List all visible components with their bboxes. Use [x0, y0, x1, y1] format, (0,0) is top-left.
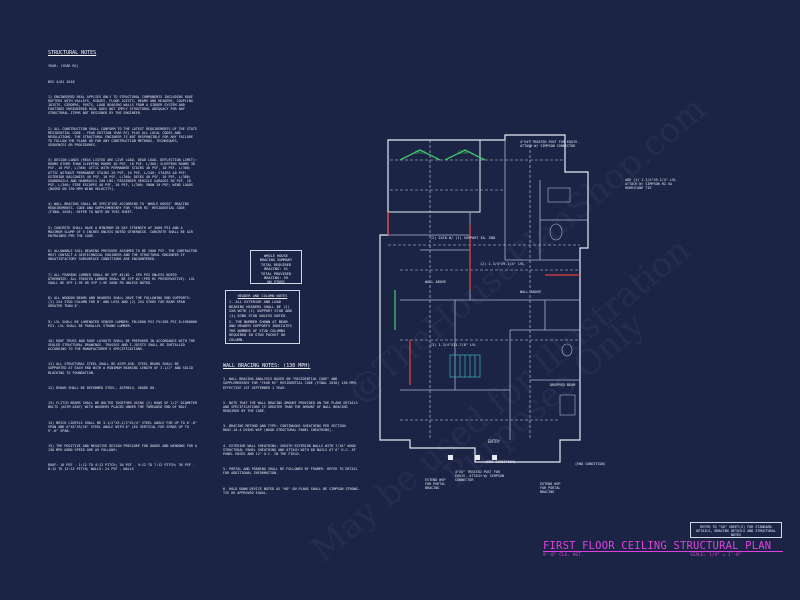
wall-bracing-notes: WALL BRACING NOTES: (130 MPH) 1. WALL BR… [223, 355, 363, 502]
end-condition-1: (END CONDITION) [485, 460, 516, 464]
wh-line-3: TOTAL REQUIRED BRACING: 51 [260, 262, 292, 272]
post-note-top: 4"X4" TREATED POST FOR EQUIV. ATTACH W/ … [520, 140, 580, 149]
wb-item-1: 1. WALL BRACING ANALYSIS BASED ON "RESID… [223, 377, 360, 390]
note-13: 13) FLITCH BEAMS SHALL BE BOLTED TOGETHE… [48, 401, 198, 410]
notes-intro-2: BSS 4/01 2018 [48, 79, 75, 84]
post-note-bottom: 4"X4" TREATED POST FOR EQUIV. ATTACH W/ … [455, 470, 507, 483]
note-7: 7) ALL FRAMING LUMBER SHALL BE SPF #1/#2… [48, 272, 198, 285]
scale-label: SCALE: [690, 553, 707, 558]
scale: SCALE: 1/4" = 1'-0" [690, 553, 742, 558]
hc-heading: HEADER AND COLUMN NOTES [237, 294, 288, 298]
drawing-title: FIRST FLOOR CEILING STRUCTURAL PLAN [543, 540, 772, 552]
stair [449, 354, 481, 378]
structural-notes-heading: STRUCTURAL NOTES [48, 50, 97, 57]
note-3: 3) DESIGN LOADS (REAS LISTED ARE LIVE LO… [48, 158, 198, 191]
note-1: 1) ENGINEERED REAL APPLIES ONLY TO STRUC… [48, 94, 195, 116]
beam-label-1: (2) 2X10 W/ (1) SUPPORT EA. END [430, 236, 496, 240]
highlighted-members [387, 149, 580, 385]
wh-line-2: BRACING SUMMARY [259, 258, 293, 263]
structural-notes: STRUCTURAL NOTES YEAR: (YEAR RC) BSS 4/0… [48, 42, 198, 479]
wb-item-5: 5. PORTAL AND FRAMING SHALL BE FOLLOWED … [223, 467, 360, 476]
header-column-notes: HEADER AND COLUMN NOTES 1. ALL EXTERIOR … [225, 290, 300, 344]
note-2: 2) ALL CONSTRUCTION SHALL CONFORM TO THE… [48, 126, 198, 147]
note-6: 6) ALLOWABLE SOIL BEARING PRESSURE ASSUM… [48, 249, 198, 262]
fixtures [547, 187, 576, 416]
beam-lines [388, 140, 580, 440]
wall-above-label-1: WALL ABOVE [520, 290, 542, 294]
wall-bracing-heading: WALL BRACING NOTES: (130 MPH) [223, 363, 311, 370]
title-underline [543, 551, 783, 552]
end-condition-2: (END CONDITION) [575, 462, 606, 466]
wb-item-6: 6. HOLD DOWN DEVICE NOTED AS "HD" ON PLA… [223, 486, 360, 495]
interior-walls [388, 140, 588, 440]
portal-bracing-left: EXTEND WSP FOR PORTAL BRACING [425, 478, 448, 491]
reference-note: REFER TO "SD" SHEET(S) FOR STANDARD DETA… [690, 522, 782, 538]
wb-item-2: 2. NOTE THAT THE WALL BRACING AMOUNT PRO… [223, 400, 360, 414]
wh-line-4: TOTAL PROVIDED BRACING: 59 [260, 271, 292, 281]
cath-label-1: CATH [415, 150, 425, 155]
scale-value: 1/4" = 1'-0" [708, 553, 742, 558]
drawing-subtitle: 9'-0" CLG. HGT. [543, 553, 584, 558]
dropped-beam-label: DROPPED BEAM [550, 383, 576, 387]
note-12: 12) REBAR SHALL BE DEFORMED STEEL, ASTM6… [48, 385, 157, 390]
whole-house-bracing-box: WHOLE HOUSE BRACING SUMMARY TOTAL REQUIR… [250, 250, 302, 284]
wh-line-1: WHOLE HOUSE [264, 254, 288, 258]
notes-intro-1: YEAR: (YEAR RC) [48, 64, 79, 69]
note-10: 10) ROOF TRUSS AND ROOF LAYOUTS SHALL BE… [48, 338, 198, 352]
hc-item-1: 1. ALL EXTERIOR AND LOAD BEARING HEADERS… [229, 300, 292, 318]
wh-line-5: NO STUDS [267, 280, 285, 285]
note-5: 5) CONCRETE SHALL HAVE A MINIMUM 28 DAY … [48, 225, 195, 238]
note-14: 14) BRICK LINTELS SHALL BE 3-1/2"X3-1/2"… [48, 420, 198, 433]
exterior-wall-outline [379, 134, 589, 463]
note-15: 15) THE POSITIVE AND NEGATIVE DESIGN PRE… [48, 443, 198, 453]
beam-label-3: (3) 1-3/4"X11-7/8" LVL [430, 343, 477, 347]
wb-item-3: 3. BRACING METHOD AND TYPE: CONTINUOUS S… [223, 424, 348, 433]
wall-above-label-2: WALL ABOVE [425, 280, 447, 284]
hc-item-2: 2. THE NUMBER SHOWN AT BEAM AND HEADER S… [229, 320, 292, 342]
note-4: 4) WALL BRACING SHALL BE SPECIFIED ACCOR… [48, 202, 191, 215]
note-9: 9) LVL SHALL BE LAMINATED VENEER LUMBER:… [48, 319, 198, 328]
beam-label-2: (2) 1-3/4"X9-1/4" LVL [480, 262, 525, 266]
cath-label-2: CATH [458, 150, 468, 155]
entry-label: ENTRY [488, 439, 501, 444]
exterior-walls [379, 134, 589, 463]
note-11: 11) ALL STRUCTURAL STEEL SHALL BE ASTM A… [48, 362, 195, 375]
note-16: ROOF: 10 PSF - 1:12 TO 4:12 PITCH; 20 PS… [48, 463, 198, 472]
portal-bracing-right: EXTEND WSP FOR PORTAL BRACING [540, 482, 563, 495]
garage-walls [387, 140, 481, 213]
note-8: 8) ALL WOODEN BEAMS AND HEADERS SHALL HA… [48, 296, 193, 309]
wb-item-4: 4. EXTERIOR WALL SHEATHING: SHEATH EXTER… [223, 443, 358, 456]
lvl-note: ADD (1) 1-3/4"X9-1/4" LVL ATTACH W/ SIMP… [625, 178, 679, 191]
posts [448, 455, 497, 460]
